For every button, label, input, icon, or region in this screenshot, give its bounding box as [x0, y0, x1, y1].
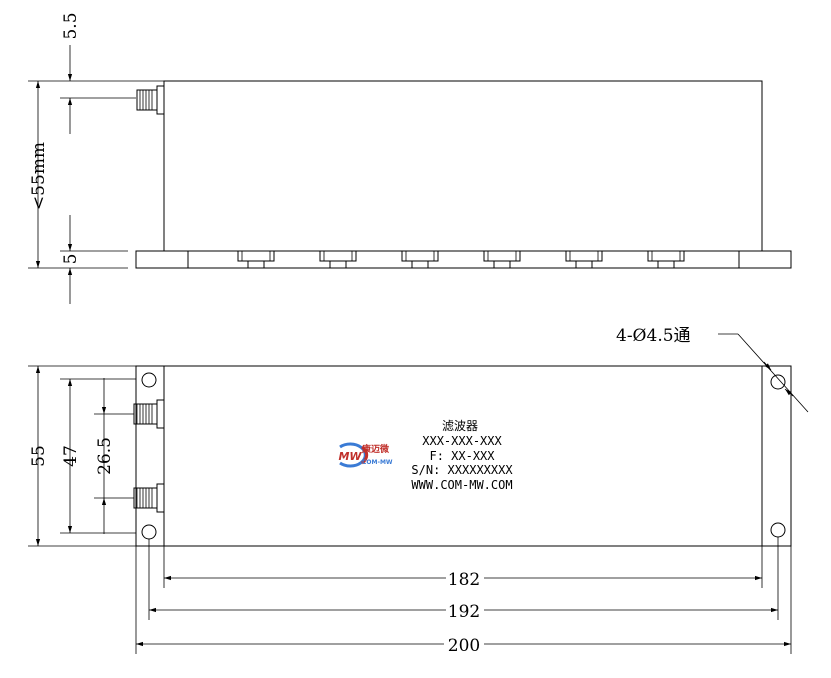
dim-label-5: 5	[61, 254, 81, 265]
dim-label-5-5: 5.5	[61, 12, 81, 39]
dim-label-26-5: 26.5	[95, 437, 115, 475]
dim-label-200: 200	[448, 636, 480, 656]
product-website: WWW.COM-MW.COM	[411, 478, 512, 492]
mounting-holes-callout: 4-Ø4.5通	[616, 326, 691, 346]
mounting-hole-top-right	[770, 374, 786, 390]
top-view: 55 47 26.5 182 192 200 4-Ø4.5通	[28, 326, 809, 656]
mounting-hole-top-left	[141, 372, 157, 388]
dim-label-55: 55	[29, 445, 49, 467]
top-connector-2	[133, 483, 165, 513]
company-logo: MW 康迈微 COM-MW	[338, 442, 393, 468]
mounting-hole-bottom-left	[141, 524, 157, 540]
side-base-flange	[135, 250, 792, 269]
bottom-connectors	[237, 250, 685, 269]
side-connector	[136, 85, 165, 115]
top-plate	[135, 365, 792, 547]
side-view: <55mm 5.5 5	[28, 12, 792, 304]
product-frequency: F: XX-XXX	[429, 449, 495, 463]
side-body	[163, 80, 763, 252]
mounting-hole-bottom-right	[770, 522, 786, 538]
dim-label-47: 47	[61, 445, 81, 467]
product-model: XXX-XXX-XXX	[422, 434, 502, 448]
product-name: 滤波器	[442, 419, 478, 433]
nameplate: 滤波器 XXX-XXX-XXX F: XX-XXX S/N: XXXXXXXXX…	[411, 419, 513, 492]
dim-label-192: 192	[448, 602, 480, 622]
logo-company-name: 康迈微	[362, 443, 390, 455]
product-serial: S/N: XXXXXXXXX	[411, 463, 513, 477]
dim-label-55mm: <55mm	[29, 142, 49, 210]
dim-label-182: 182	[448, 570, 480, 590]
top-connector-1	[133, 399, 165, 429]
logo-brand: COM-MW	[362, 459, 393, 466]
logo-mark: MW	[338, 450, 362, 463]
